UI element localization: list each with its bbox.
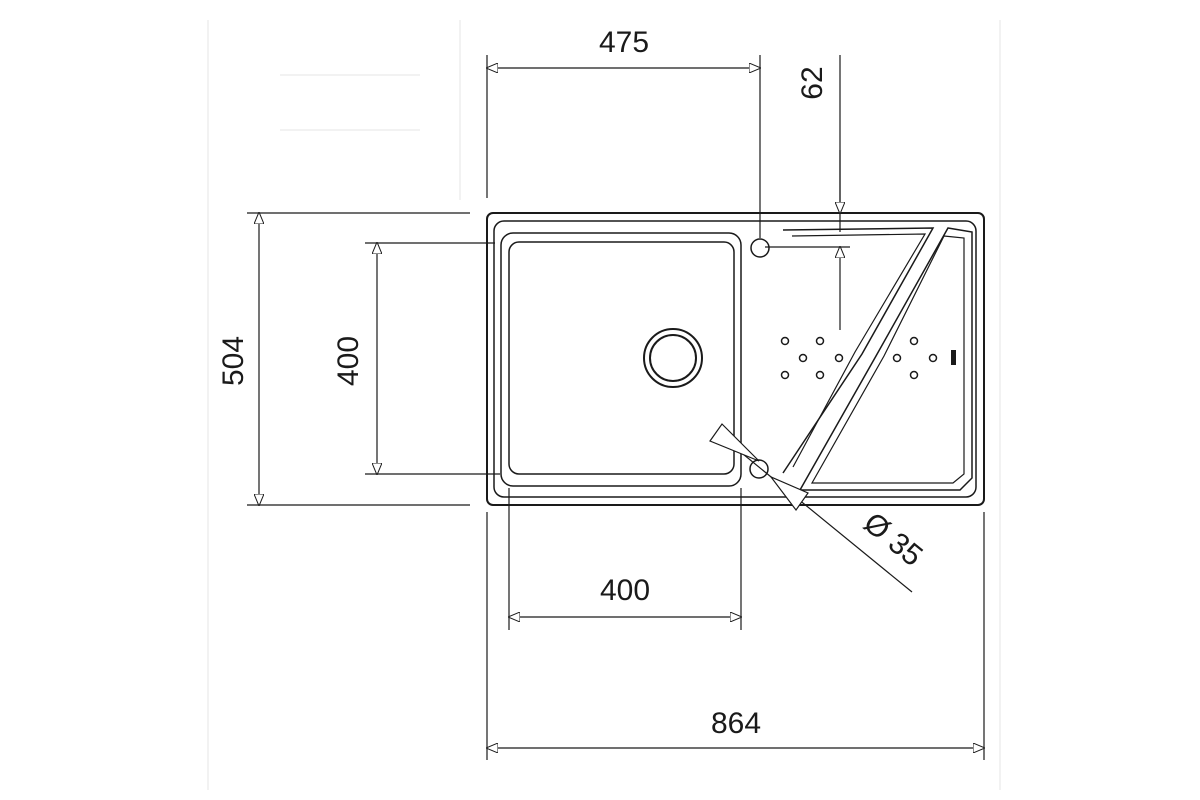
sink-outline xyxy=(486,212,985,506)
drain-outer xyxy=(643,328,703,388)
drainer-logo-mark xyxy=(951,350,956,365)
label-diameter: Ø 35 xyxy=(857,506,928,573)
tap-hole-top xyxy=(750,238,770,258)
diameter-arrow-outer xyxy=(709,423,760,462)
extension-lines xyxy=(247,55,985,760)
sink-outer-edge xyxy=(486,212,985,506)
sink-inner-edge xyxy=(493,220,977,498)
dimension-labels: 475 62 504 400 400 864 Ø 35 xyxy=(217,26,929,740)
label-62: 62 xyxy=(796,66,829,99)
dim-line-diameter xyxy=(715,431,913,593)
bowl-outer xyxy=(500,232,742,487)
label-864: 864 xyxy=(711,707,761,740)
label-400-horizontal: 400 xyxy=(600,574,650,607)
bowl-inner xyxy=(508,241,735,475)
dimension-lines xyxy=(259,68,984,748)
label-400-vertical: 400 xyxy=(332,336,365,386)
drainer-left-panel-inner xyxy=(791,233,927,468)
overflow-hole xyxy=(749,459,769,479)
label-475: 475 xyxy=(599,26,649,59)
diameter-arrow-inner xyxy=(769,475,809,512)
faint-guides xyxy=(207,20,1001,790)
drainer-right-panel xyxy=(798,227,973,491)
drainer-left-panel xyxy=(782,227,935,474)
label-504: 504 xyxy=(217,336,250,386)
drainer-holes xyxy=(780,336,938,380)
drain-inner xyxy=(649,334,697,382)
drainer-right-panel-inner xyxy=(810,235,965,484)
